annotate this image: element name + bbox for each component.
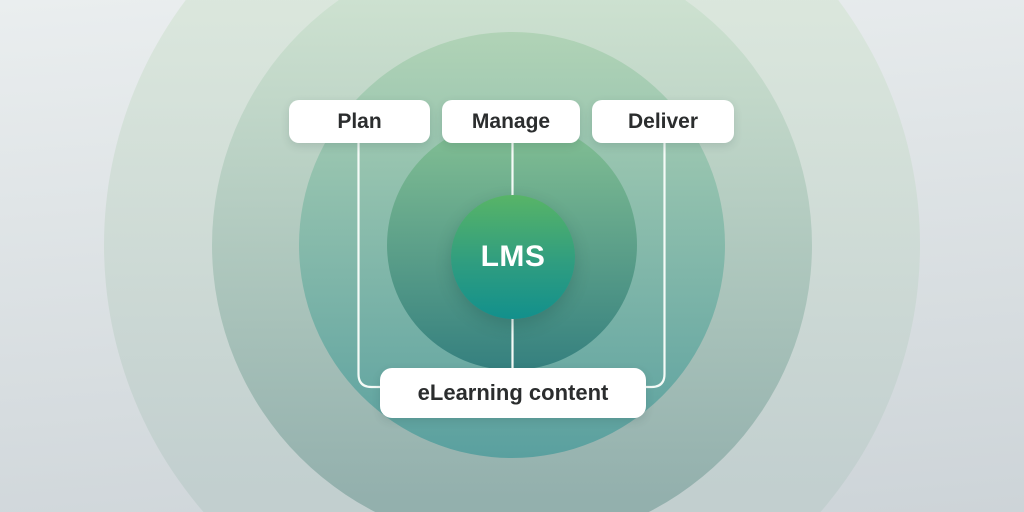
node-plan: Plan (289, 100, 430, 143)
node-manage-label: Manage (471, 109, 551, 133)
node-manage: Manage (442, 100, 580, 143)
connector-plan-to-content (357, 143, 380, 389)
node-plan-label: Plan (337, 109, 382, 133)
node-deliver-label: Deliver (627, 109, 699, 133)
node-deliver: Deliver (592, 100, 734, 143)
lms-circle-label: LMS (480, 240, 546, 273)
node-elearning-content-label: eLearning content (417, 380, 609, 405)
lms-circle: LMS (451, 195, 575, 319)
connector-deliver-to-content (646, 143, 666, 389)
node-elearning-content: eLearning content (380, 368, 646, 418)
